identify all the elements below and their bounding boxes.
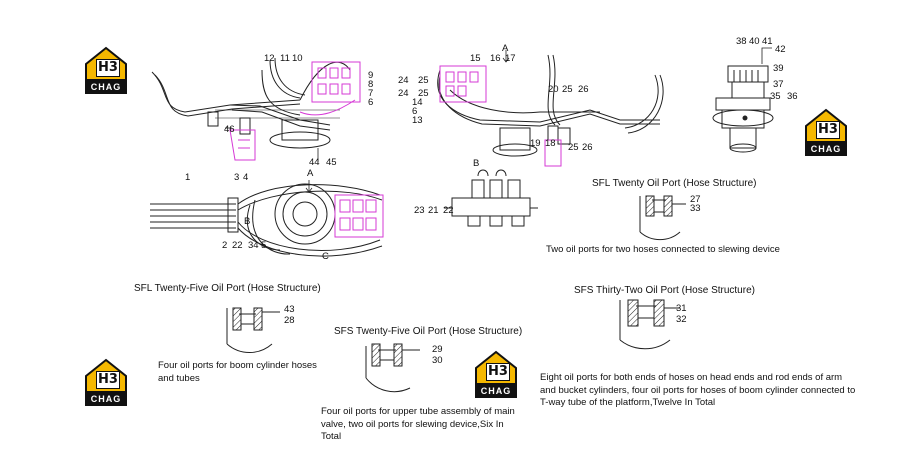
sfs32-title: SFS Thirty-Two Oil Port (Hose Structure): [574, 285, 755, 296]
top-left-assembly: [151, 57, 351, 149]
callout: 6: [368, 97, 374, 108]
callout: 21: [428, 205, 439, 216]
center-valve-block: [444, 169, 538, 227]
callout: 35: [770, 91, 781, 102]
callout: 22: [443, 205, 454, 216]
callout: B: [473, 158, 480, 169]
callout: 44: [309, 157, 320, 168]
callout: 17: [505, 53, 516, 64]
callout: 26: [578, 84, 589, 95]
top-mid-assembly: [437, 54, 664, 157]
section-sfl20: [639, 195, 686, 241]
callout: 25: [562, 84, 573, 95]
callout: 18: [545, 138, 556, 149]
callout: 33: [690, 203, 701, 214]
callout: 9: [368, 70, 374, 81]
callout: 12: [264, 53, 275, 64]
top-left-valve: [229, 61, 361, 161]
callout: A: [502, 43, 509, 54]
section-sfs32: [619, 299, 680, 350]
callout: 13: [412, 115, 423, 126]
callout: 25: [418, 75, 429, 86]
callout: 40: [749, 36, 760, 47]
section-sfl25: [226, 307, 280, 353]
callout: 15: [470, 53, 481, 64]
sfs32-caption: Eight oil ports for both ends of hoses o…: [540, 372, 856, 408]
logo-bottom-center: H3 CHAG: [474, 350, 518, 400]
middle-left-valve: [334, 194, 384, 238]
top-mid-valve: [439, 65, 562, 167]
sfl20-caption: Two oil ports for two hoses connected to…: [546, 244, 780, 255]
callout: 6: [412, 106, 418, 117]
callout: 11: [280, 53, 290, 64]
callout: 8: [368, 79, 374, 90]
callout: 27: [690, 194, 701, 205]
middle-left-assembly: [150, 183, 383, 257]
callout: 20: [548, 84, 559, 95]
callout: 5: [261, 240, 267, 251]
callout: A: [307, 168, 314, 179]
callout: 41: [762, 36, 773, 47]
callout: 22: [232, 240, 243, 251]
callout: 10: [292, 53, 303, 64]
callout: 31: [676, 303, 687, 314]
logo-top-right: H3 CHAG: [804, 108, 848, 158]
callout: 26: [582, 142, 593, 153]
callout: 46: [224, 124, 235, 135]
sfl20-title: SFL Twenty Oil Port (Hose Structure): [592, 178, 757, 189]
slewing-motor: [712, 65, 774, 153]
callout: 24: [398, 75, 409, 86]
leader-arrows: [225, 47, 772, 193]
callout: 3: [234, 172, 240, 183]
callout: 34: [248, 240, 259, 251]
callout: 1: [185, 172, 191, 183]
logo-bottom-left: H3 CHAG: [84, 358, 128, 408]
callout: 39: [773, 63, 784, 74]
callout: 30: [432, 355, 443, 366]
logo-top-left: H3 CHAG: [84, 46, 128, 96]
sfs25-caption: Four oil ports for upper tube assembly o…: [321, 406, 515, 442]
callout: 7: [368, 88, 374, 99]
callout: 42: [775, 44, 786, 55]
callout: 45: [326, 157, 337, 168]
callout: 28: [284, 315, 295, 326]
callout: 38: [736, 36, 747, 47]
sfl25-title: SFL Twenty-Five Oil Port (Hose Structure…: [134, 283, 321, 294]
callout: 37: [773, 79, 784, 90]
sfs25-title: SFS Twenty-Five Oil Port (Hose Structure…: [334, 326, 523, 337]
callout: 4: [243, 172, 249, 183]
callout: 36: [787, 91, 798, 102]
callout: 32: [676, 314, 687, 325]
callout: 43: [284, 304, 295, 315]
callout: 25: [418, 88, 429, 99]
callout: B: [244, 216, 251, 227]
callout: 2: [222, 240, 228, 251]
callout: 16: [490, 53, 501, 64]
section-sfs25: [365, 343, 420, 393]
sfl25-caption: Four oil ports for boom cylinder hoses a…: [158, 360, 317, 384]
callout: 14: [412, 97, 423, 108]
callout: 24: [398, 88, 409, 99]
callout: 25: [568, 142, 579, 153]
callout: 19: [530, 138, 541, 149]
callout: C: [322, 251, 329, 262]
callout: 23: [414, 205, 425, 216]
callout: 29: [432, 344, 443, 355]
